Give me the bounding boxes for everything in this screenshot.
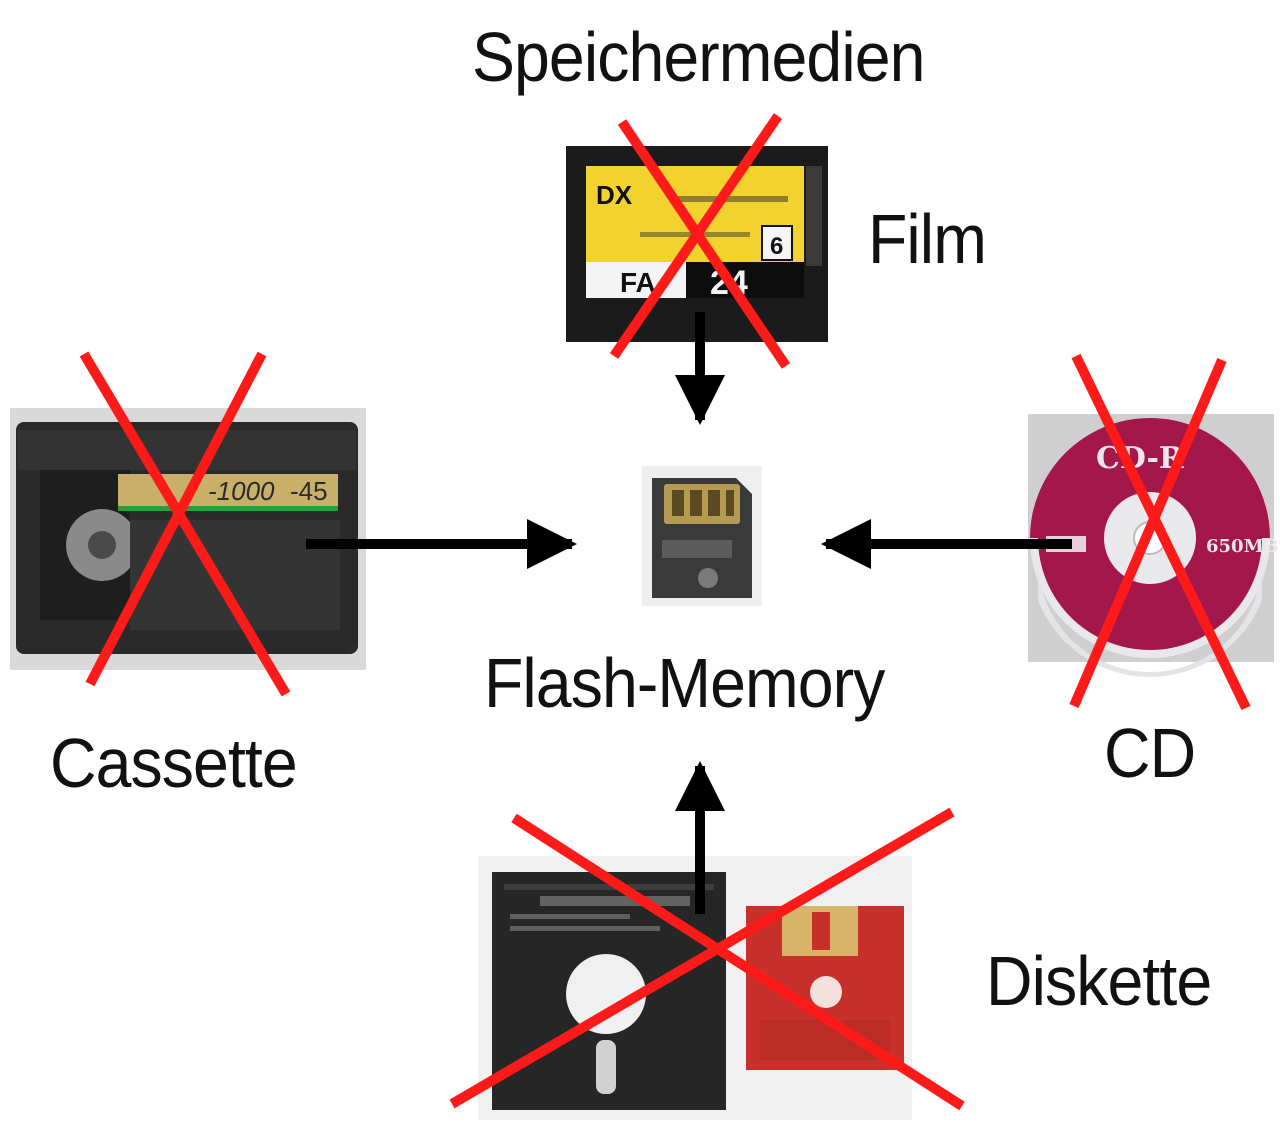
cross-mark-icon-diskette — [449, 807, 965, 1111]
cd-capacity-text: 650MB — [1206, 536, 1279, 557]
cross-marks — [79, 113, 1251, 1111]
film-dx-text: DX — [596, 180, 633, 210]
diagram-title: Speichermedien — [472, 18, 925, 96]
cross-mark-icon-cassette — [79, 351, 291, 697]
label-flash-memory: Flash-Memory — [484, 644, 885, 722]
film-fa-text: FA — [620, 267, 656, 298]
cassette-45-text: -45 — [290, 476, 328, 506]
label-film: Film — [868, 200, 987, 278]
flash-memory-image — [642, 466, 762, 606]
label-diskette: Diskette — [986, 942, 1212, 1020]
label-cassette: Cassette — [50, 724, 298, 802]
film-6-text: 6 — [770, 233, 783, 260]
cross-mark-icon-cd — [1069, 353, 1251, 711]
cassette-label-text: -1000 — [208, 476, 275, 506]
cross-mark-icon-film — [609, 113, 791, 369]
label-cd: CD — [1104, 714, 1196, 792]
arrows — [306, 312, 1072, 914]
